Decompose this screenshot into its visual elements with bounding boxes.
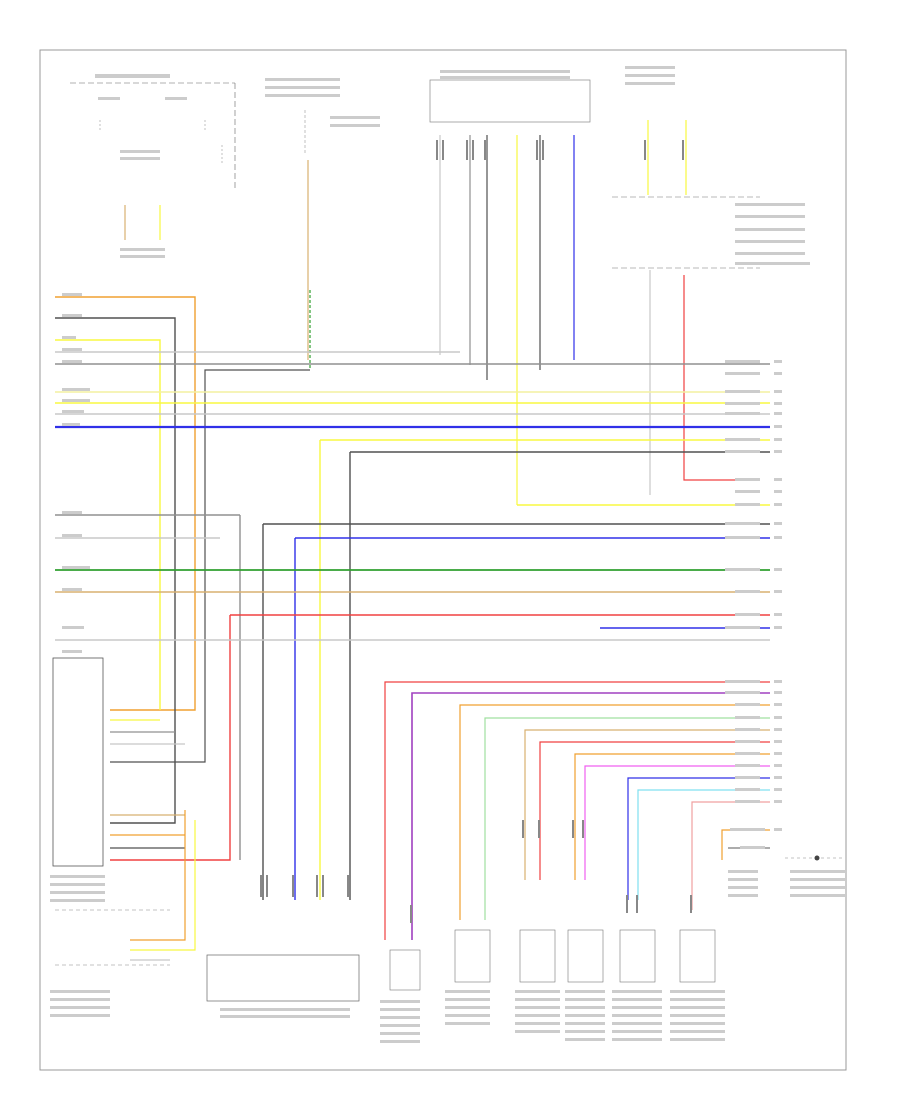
airbag-control-module bbox=[50, 657, 170, 1017]
connector-marks bbox=[260, 140, 692, 923]
side-airbag-module-1 bbox=[565, 929, 605, 1041]
occupant-classification-module bbox=[612, 66, 810, 269]
passenger-occupant-sensor bbox=[785, 855, 845, 897]
passenger-airbag-indicator bbox=[728, 870, 758, 897]
front-passenger-seat-belt-tensioner bbox=[429, 70, 591, 123]
module-pin-wires bbox=[110, 719, 196, 961]
bottom-fanout-wires bbox=[384, 681, 770, 940]
driver-side-airbag-sensor bbox=[380, 949, 421, 1043]
driver-front-airbag bbox=[515, 929, 560, 1033]
side-airbag-module-3 bbox=[670, 929, 725, 1041]
side-airbag-module-2 bbox=[612, 929, 662, 1041]
instrument-cluster bbox=[70, 74, 236, 258]
right-terminal-column bbox=[774, 360, 782, 831]
horizontal-bus-wires bbox=[55, 296, 770, 900]
top-vertical-wires bbox=[110, 120, 760, 763]
driver-seat-belt-tensioner bbox=[206, 954, 360, 1018]
left-wire-labels bbox=[62, 293, 90, 653]
right-wire-labels bbox=[725, 360, 765, 849]
passenger-front-airbag bbox=[445, 929, 491, 1025]
diagram-frame bbox=[39, 49, 847, 1071]
fuse-box bbox=[265, 78, 380, 155]
